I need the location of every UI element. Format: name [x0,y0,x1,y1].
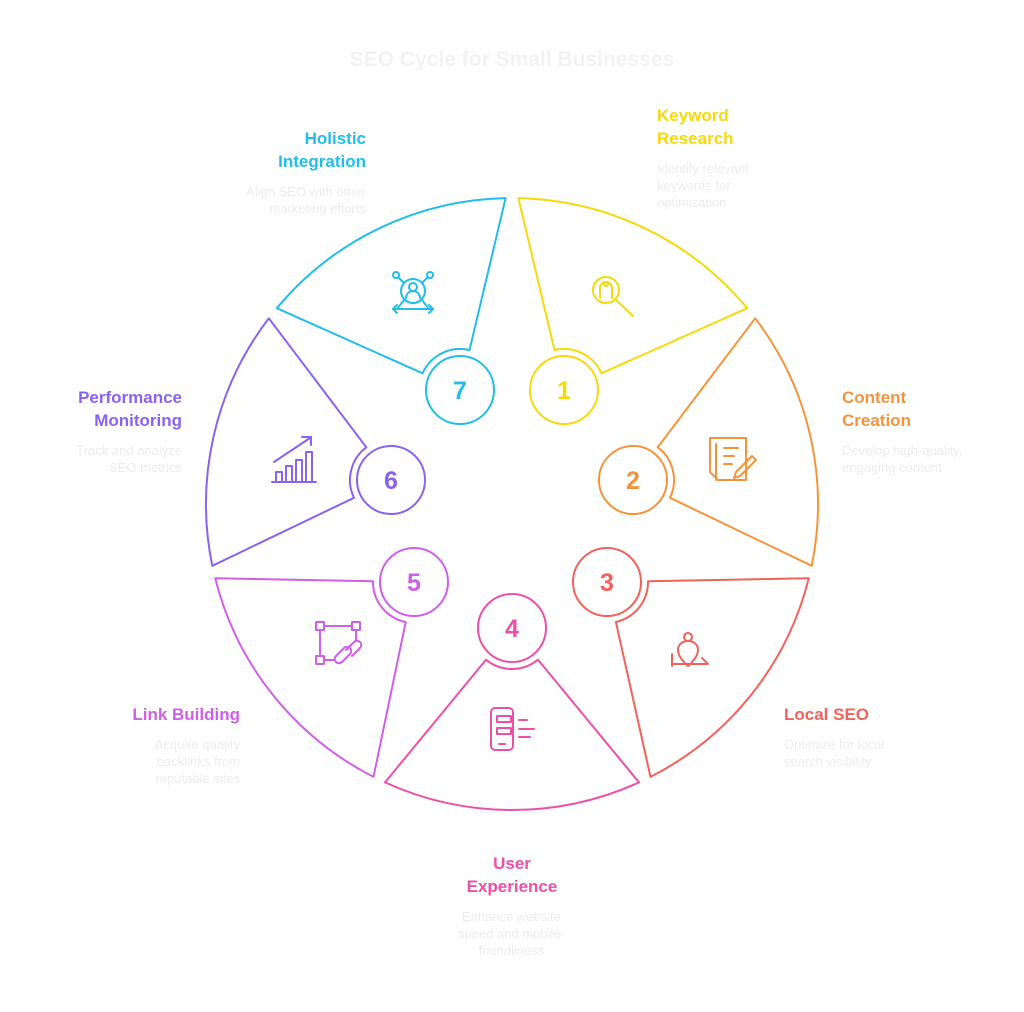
cycle-segment [275,197,507,375]
cycle-segment [517,197,749,375]
document-pencil-icon [709,437,757,481]
cycle-segment [384,658,640,811]
step-number: 7 [453,377,467,405]
step-description: Develop high-quality, engaging content [842,443,963,475]
step-label-link-building: Link Building Acquire quality backlinks … [80,703,240,787]
step-number-circle [356,445,426,515]
cycle-segment [656,317,819,567]
step-number-circle [598,445,668,515]
step-number: 4 [505,615,519,643]
step-title: Local SEO [784,705,870,724]
step-description: Align SEO with other marketing efforts [246,184,366,216]
step-number: 1 [557,377,571,405]
step-number-circle [572,547,642,617]
magnifier-icon [592,276,634,317]
step-number-circle [379,547,449,617]
step-description: Acquire quality backlinks from reputable… [154,737,240,786]
step-number-circle [477,593,547,663]
cycle-segment [214,577,407,778]
step-description: Optimize for local search visibility [784,737,885,769]
step-number: 6 [384,467,398,495]
step-number: 3 [600,569,614,597]
step-description: Track and analyze SEO metrics [76,443,182,475]
mobile-layout-icon [490,707,535,751]
step-label-local-seo: Local SEO Optimize for local search visi… [784,703,944,770]
cycle-segment [205,317,368,567]
step-title: Link Building [132,705,240,724]
step-description: Identify relevant keywords for optimizat… [657,161,749,210]
step-description: Enhance website speed and mobile-friendl… [458,909,565,958]
network-user-icon [392,271,434,314]
location-pin-icon [671,632,709,667]
cycle-segment [614,577,810,778]
growth-chart-icon [271,436,317,483]
step-number: 5 [407,569,421,597]
step-number-circle [529,355,599,425]
step-number: 2 [626,467,640,495]
diagram-title: SEO Cycle for Small Businesses [349,48,675,71]
step-number-circle [425,355,495,425]
link-icon [315,621,363,665]
